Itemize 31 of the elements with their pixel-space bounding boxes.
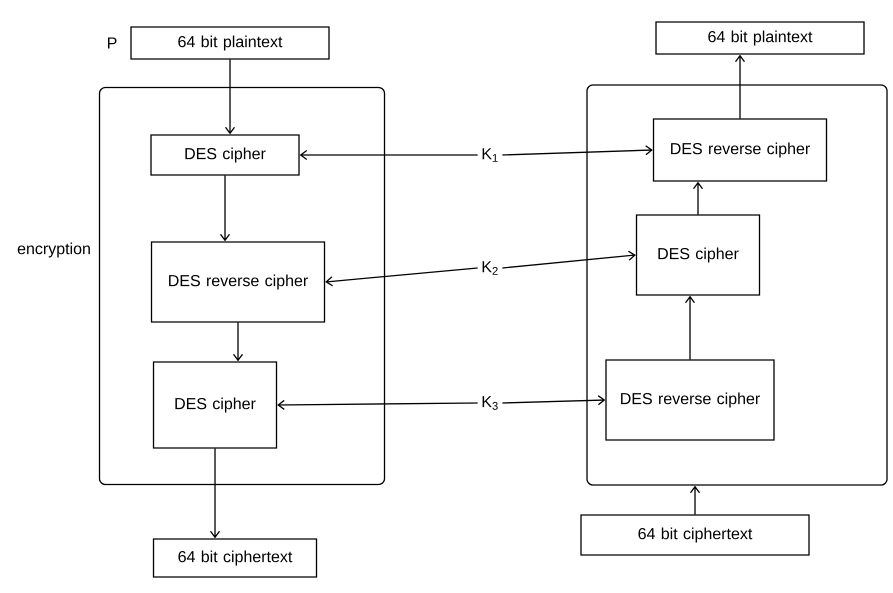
side-label: encryption <box>18 242 90 258</box>
process-box: DES reverse cipher <box>652 118 828 182</box>
arrow <box>502 145 653 156</box>
process-box: DES reverse cipher <box>150 241 326 323</box>
process-box: DES reverse cipher <box>605 359 775 441</box>
process-box: DES cipher <box>150 134 300 176</box>
arrow <box>684 296 696 360</box>
text-box: 64 bit ciphertext <box>580 514 810 556</box>
arrow <box>232 322 244 362</box>
text-box: 64 bit plaintext <box>130 26 330 60</box>
arrow <box>220 176 230 242</box>
process-box: DES cipher <box>636 214 760 296</box>
arrow <box>692 182 704 214</box>
arrow <box>502 395 606 406</box>
key-label: K$_{2}$ <box>482 261 498 275</box>
arrow <box>502 250 636 269</box>
key-label: K$_{3}$ <box>482 396 498 410</box>
side-label: P <box>108 38 116 48</box>
group-frame <box>586 84 888 486</box>
group-frame <box>98 86 386 486</box>
arrow <box>734 54 746 118</box>
arrow <box>210 448 220 538</box>
arrow <box>224 60 236 134</box>
process-box: DES cipher <box>152 361 278 449</box>
arrow <box>325 267 478 286</box>
text-box: 64 bit ciphertext <box>152 538 318 578</box>
key-label: K$_{1}$ <box>482 148 498 162</box>
arrow <box>300 150 478 160</box>
arrow <box>690 486 700 514</box>
arrow <box>277 400 478 410</box>
text-box: 64 bit plaintext <box>655 21 865 55</box>
